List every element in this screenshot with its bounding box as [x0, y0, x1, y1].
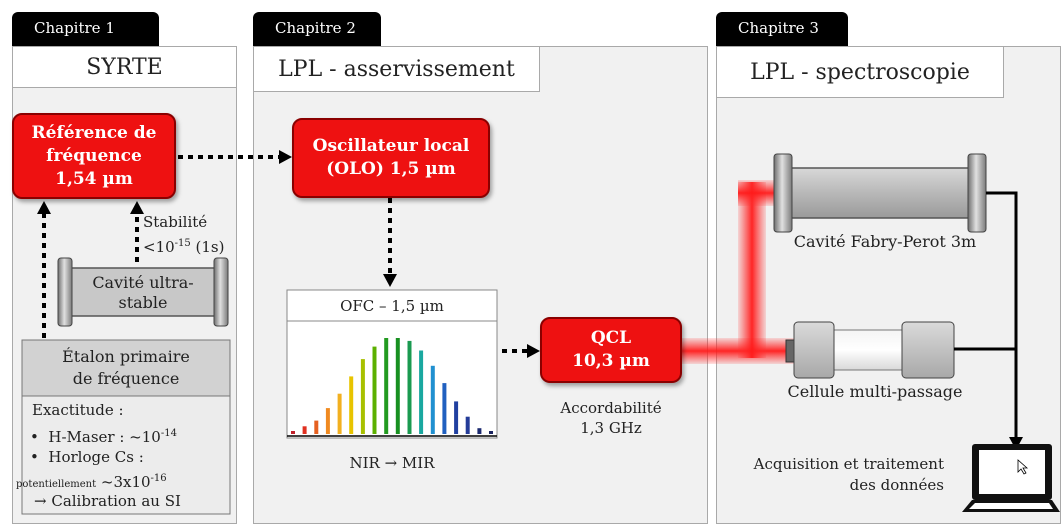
ofc-comb-line	[395, 338, 400, 434]
qcl-line-1: QCL	[590, 328, 632, 348]
signal-wires	[954, 191, 1018, 440]
ofc-chart-frame	[286, 289, 498, 439]
ofc-comb-line	[489, 431, 493, 434]
ofc-comb-line	[384, 338, 389, 434]
ofc-caption: NIR → MIR	[349, 454, 435, 472]
ofc-comb-line	[302, 426, 307, 434]
ofc-comb-line	[372, 346, 377, 434]
ofc-label: OFC – 1,5 µm	[340, 297, 444, 315]
olo-line-2: (OLO) 1,5 µm	[326, 159, 456, 179]
laptop-icon	[962, 444, 1060, 512]
local-oscillator-box: Oscillateur local (OLO) 1,5 µm	[292, 118, 490, 198]
ofc-comb-line	[291, 431, 295, 434]
etalon-box	[21, 339, 231, 397]
ofc-comb-line	[454, 401, 459, 434]
multipass-label: Cellule multi-passage	[787, 382, 963, 401]
ofc-spectrum	[291, 338, 493, 434]
exactitude-box	[21, 395, 231, 515]
ultrastable-cavity-label: Cavité ultra-stable	[92, 273, 194, 312]
ofc-comb-line	[442, 383, 447, 434]
dotted-links	[42, 155, 530, 353]
panel-title-lpl-asservissement: LPL - asservissement	[253, 46, 540, 92]
stability-label: Stabilité	[143, 213, 208, 231]
ofc-comb-line	[314, 420, 319, 434]
reference-line-2: fréquence	[46, 145, 142, 166]
ofc-comb-line	[465, 416, 470, 434]
si-calibration: → Calibration au SI	[34, 492, 181, 510]
arrowheads	[37, 150, 540, 358]
ofc-comb-line	[360, 359, 365, 434]
olo-line-1: Oscillateur local	[312, 136, 470, 156]
bullet-h-maser: • H-Maser : ~10-14	[30, 428, 177, 446]
fabry-perot-label: Cavité Fabry-Perot 3m	[793, 232, 977, 251]
ofc-comb-line	[325, 408, 330, 434]
reference-frequency-box: Référence de fréquence 1,54 µm	[12, 113, 176, 199]
mouse-cursor-icon	[1017, 459, 1029, 475]
potential-accuracy: potentiellement ~3x10-16	[16, 473, 167, 491]
ofc-comb-line	[419, 350, 424, 434]
ofc-comb-line	[477, 428, 482, 434]
exactitude-title: Exactitude :	[32, 401, 124, 419]
panel-title-syrte: SYRTE	[12, 46, 237, 88]
qcl-box: QCL 10,3 µm	[540, 317, 682, 383]
reference-line-1: Référence de	[31, 122, 157, 143]
fabry-perot-cavity-icon	[773, 153, 987, 233]
ofc-comb-line	[407, 340, 412, 434]
qcl-line-2: 10,3 µm	[572, 351, 650, 371]
multipass-cell-icon	[785, 321, 955, 379]
ofc-comb-line	[349, 376, 354, 434]
stability-value: <10-15 (1s)	[143, 238, 225, 256]
wire-arrowhead	[1009, 437, 1023, 450]
bullet-cs-clock: • Horloge Cs :	[30, 448, 144, 466]
ultrastable-cavity-icon	[57, 257, 229, 327]
ofc-comb-line	[337, 393, 342, 434]
reference-line-3: 1,54 µm	[55, 168, 133, 189]
panel-title-lpl-spectroscopie: LPL - spectroscopie	[716, 46, 1004, 98]
ofc-comb-line	[430, 365, 435, 434]
